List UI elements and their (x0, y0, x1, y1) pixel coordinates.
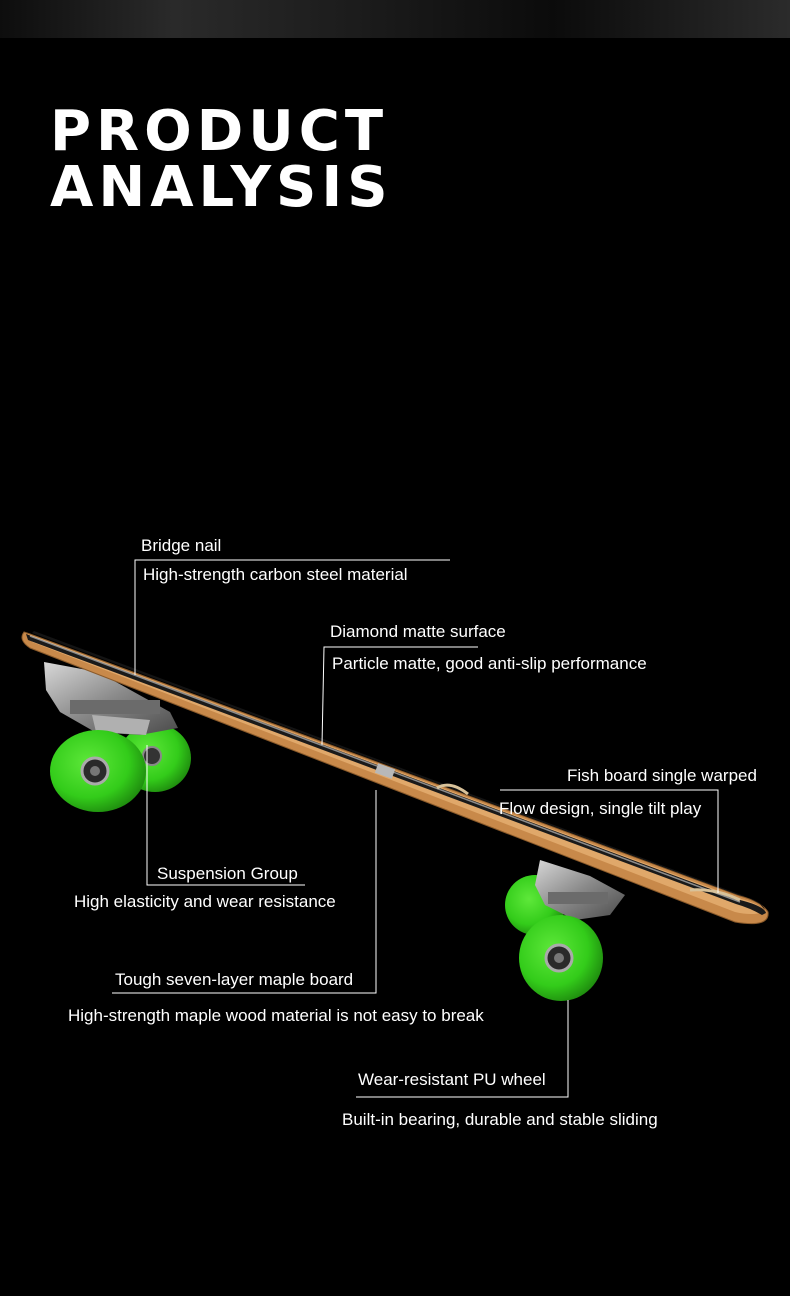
feature-name-pu-wheel: Wear-resistant PU wheel (358, 1070, 546, 1089)
page-title: PRODUCT ANALYSIS (50, 104, 393, 216)
feature-name-bridge-nail: Bridge nail (141, 536, 222, 555)
title-line-2: ANALYSIS (50, 155, 393, 220)
feature-desc-bridge-nail: High-strength carbon steel material (143, 565, 408, 584)
deck (21, 631, 769, 925)
top-banner-strip (0, 0, 790, 38)
front-wheel-front (519, 915, 603, 1001)
feature-desc-maple-board: High-strength maple wood material is not… (68, 1006, 484, 1025)
feature-name-suspension: Suspension Group (157, 864, 298, 883)
callout-lines (112, 559, 719, 1098)
feature-desc-diamond-matte: Particle matte, good anti-slip performan… (332, 654, 647, 673)
feature-name-maple-board: Tough seven-layer maple board (115, 970, 354, 989)
rear-wheel-front (50, 730, 146, 812)
feature-name-diamond-matte: Diamond matte surface (330, 622, 506, 641)
front-truck (535, 860, 625, 920)
feature-name-fish-board: Fish board single warped (567, 766, 757, 785)
feature-desc-suspension: High elasticity and wear resistance (74, 892, 336, 911)
title-line-1: PRODUCT (50, 99, 389, 164)
feature-desc-pu-wheel: Built-in bearing, durable and stable sli… (342, 1110, 658, 1129)
feature-desc-fish-board: Flow design, single tilt play (499, 799, 702, 818)
rear-truck (44, 662, 178, 735)
